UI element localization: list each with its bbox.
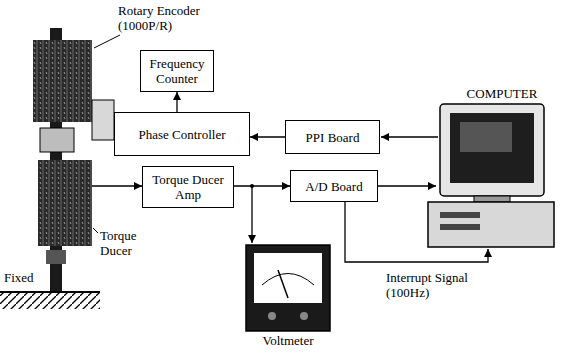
signal-arrow: [250, 136, 285, 137]
signal-wire: [251, 186, 252, 243]
monitor-screen: [450, 113, 534, 183]
part-label: Voltmeter: [246, 333, 330, 348]
process-box: A/D Board: [290, 170, 378, 202]
box-label: A/D Board: [305, 179, 362, 194]
torque-ducer-body: [38, 160, 92, 246]
process-box: PPI Board: [285, 120, 380, 154]
box-label: Phase Controller: [138, 127, 225, 142]
box-label: Frequency Counter: [146, 56, 208, 86]
monitor-stand: [474, 196, 510, 202]
signal-wire: [378, 185, 436, 186]
drive-slot: [440, 224, 480, 230]
part-label: Interrupt Signal (100Hz): [386, 270, 486, 300]
drive-slot: [440, 212, 480, 218]
coupling: [40, 128, 74, 152]
process-box: Torque Ducer Amp: [142, 166, 234, 208]
part-label: Fixed: [4, 270, 54, 285]
encoder-body: [33, 40, 92, 122]
voltmeter-scale: [262, 274, 314, 286]
signal-arrow: [176, 92, 177, 112]
process-box: Phase Controller: [114, 112, 250, 156]
box-label: PPI Board: [306, 130, 360, 145]
voltmeter-face: [254, 253, 322, 303]
signal-wire: [381, 136, 438, 137]
signal-wire: [92, 185, 142, 186]
voltmeter-knob: [300, 312, 308, 320]
encoder-head: [92, 100, 114, 140]
box-label: Torque Ducer Amp: [148, 172, 228, 202]
ground-line: [0, 291, 100, 293]
lower-coupling: [46, 250, 66, 264]
voltmeter-case: [246, 245, 330, 331]
process-box: Frequency Counter: [140, 50, 214, 92]
voltmeter-needle: [278, 270, 288, 298]
monitor: [440, 104, 544, 196]
part-label: Rotary Encoder (1000P/R): [118, 3, 214, 33]
signal-arrow: [234, 185, 290, 186]
leader-line: [94, 35, 120, 48]
screen-window: [460, 122, 512, 152]
computer-case: [428, 202, 554, 247]
ground-hatch: [0, 293, 100, 309]
leader-line: [93, 228, 98, 233]
part-label: Torque Ducer: [100, 228, 152, 258]
part-label: COMPUTER: [452, 86, 552, 101]
voltmeter-knob: [268, 312, 276, 320]
